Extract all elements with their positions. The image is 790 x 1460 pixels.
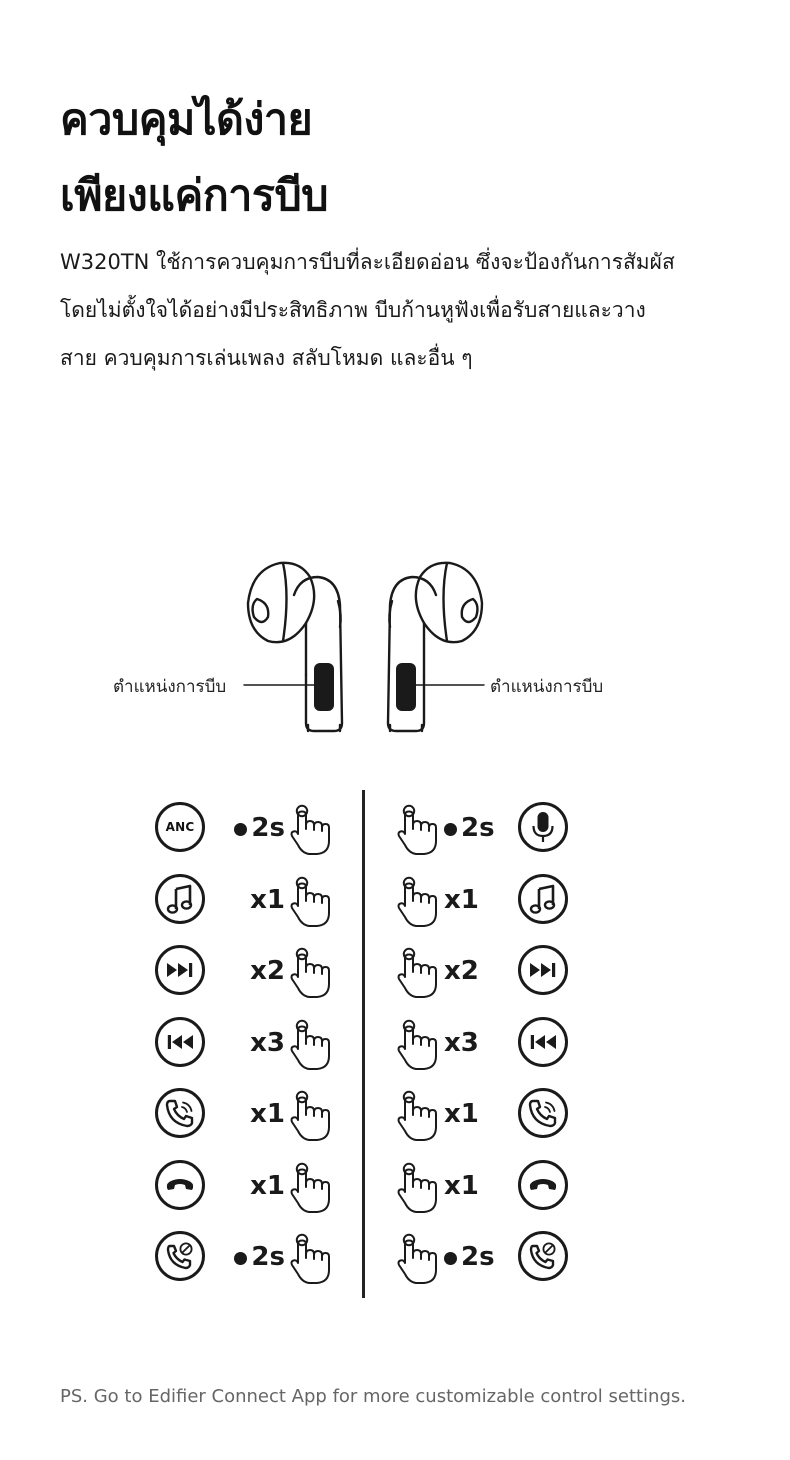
gesture-label: 2s (461, 813, 495, 843)
right-control-row: 2s (396, 1229, 576, 1289)
gesture-label: x1 (444, 1170, 479, 1201)
squeeze-finger-icon (289, 1232, 333, 1286)
gesture-label: 2s (251, 1242, 285, 1272)
left-control-row: x2 (155, 943, 335, 1003)
right-squeeze-area (396, 663, 416, 711)
gesture-count: x1 (250, 1169, 285, 1203)
left-control-row: x1 (155, 1158, 335, 1218)
squeeze-finger-icon (289, 1018, 333, 1072)
left-earbud (246, 561, 344, 733)
anc-icon: ANC (155, 802, 205, 852)
left-control-row: ANC 2s (155, 800, 335, 860)
gesture-label: x3 (250, 1027, 285, 1058)
gesture-count: 2s (234, 811, 285, 845)
gesture-label: x3 (444, 1027, 479, 1058)
squeeze-finger-icon (289, 1161, 333, 1215)
gesture-label: x1 (444, 1099, 479, 1129)
squeeze-finger-icon (396, 1232, 440, 1286)
timer-icon (444, 1251, 457, 1265)
gesture-count: x1 (444, 1097, 479, 1131)
previous-track-icon (518, 1016, 568, 1067)
timer-icon (444, 822, 457, 836)
previous-track-icon (155, 1016, 205, 1067)
right-control-row: x3 (396, 1015, 576, 1075)
right-squeeze-label: ตำแหน่งการบีบ (490, 677, 604, 697)
timer-icon (234, 1251, 248, 1265)
squeeze-finger-icon (396, 1161, 440, 1215)
right-earbud (386, 561, 484, 733)
gesture-label: x1 (250, 884, 285, 915)
answer-call-icon (518, 1088, 568, 1138)
gesture-count: x2 (250, 954, 285, 988)
reject-call-icon (518, 1231, 568, 1281)
right-control-row: x1 (396, 1158, 576, 1218)
gesture-count: x1 (444, 883, 479, 917)
description-line-2: โดยไม่ตั้งใจได้อย่างมีประสิทธิภาพ บีบก้า… (60, 298, 646, 322)
left-control-row: x3 (155, 1015, 335, 1075)
reject-call-icon (155, 1231, 205, 1281)
next-track-icon (518, 945, 568, 995)
microphone-icon (518, 802, 568, 852)
description-line-3: สาย ควบคุมการเล่นเพลง สลับโหมด และอื่น ๆ (60, 346, 473, 370)
gesture-count: 2s (234, 1240, 285, 1274)
column-divider (362, 790, 365, 1298)
anc-label: ANC (165, 820, 195, 834)
gesture-label: 2s (251, 813, 285, 843)
gesture-count: x1 (250, 883, 285, 917)
description: W320TN ใช้การควบคุมการบีบที่ละเอียดอ่อน … (60, 238, 750, 382)
description-line-1: W320TN ใช้การควบคุมการบีบที่ละเอียดอ่อน … (60, 250, 675, 274)
squeeze-finger-icon (289, 946, 333, 1000)
gesture-count: x1 (250, 1097, 285, 1131)
squeeze-finger-icon (396, 946, 440, 1000)
left-control-row: x1 (155, 1086, 335, 1146)
title-line-2: เพียงแค่การบีบ (60, 171, 329, 221)
gesture-label: x1 (250, 1099, 285, 1129)
page-title: ควบคุมได้ง่าย เพียงแค่การบีบ (60, 82, 329, 234)
squeeze-finger-icon (396, 875, 440, 929)
footer-note: PS. Go to Edifier Connect App for more c… (60, 1386, 686, 1407)
timer-icon (234, 822, 248, 836)
squeeze-finger-icon (396, 1089, 440, 1143)
hang-up-icon (155, 1159, 205, 1210)
right-control-row: x1 (396, 1086, 576, 1146)
squeeze-finger-icon (396, 803, 440, 857)
music-note-icon (155, 873, 205, 924)
gesture-count: x2 (444, 954, 479, 988)
gesture-label: x2 (444, 956, 479, 986)
right-control-row: x1 (396, 872, 576, 932)
gesture-count: x1 (444, 1169, 479, 1203)
gesture-label: x1 (444, 884, 479, 915)
answer-call-icon (155, 1088, 205, 1138)
right-control-row: x2 (396, 943, 576, 1003)
hang-up-icon (518, 1159, 568, 1210)
gesture-label: x1 (250, 1170, 285, 1201)
right-control-row: 2s (396, 800, 576, 860)
next-track-icon (155, 945, 205, 995)
title-line-1: ควบคุมได้ง่าย (60, 95, 313, 145)
left-squeeze-label: ตำแหน่งการบีบ (113, 677, 227, 697)
gesture-label: 2s (461, 1242, 495, 1272)
squeeze-finger-icon (289, 803, 333, 857)
left-squeeze-area (314, 663, 334, 711)
music-note-icon (518, 873, 568, 924)
left-control-row: 2s (155, 1229, 335, 1289)
left-control-row: x1 (155, 872, 335, 932)
gesture-label: x2 (250, 956, 285, 986)
squeeze-finger-icon (289, 1089, 333, 1143)
earbuds-illustration (243, 561, 485, 733)
gesture-count: x3 (250, 1026, 285, 1060)
squeeze-finger-icon (289, 875, 333, 929)
squeeze-finger-icon (396, 1018, 440, 1072)
gesture-count: 2s (444, 811, 495, 845)
gesture-count: x3 (444, 1026, 479, 1060)
gesture-count: 2s (444, 1240, 495, 1274)
